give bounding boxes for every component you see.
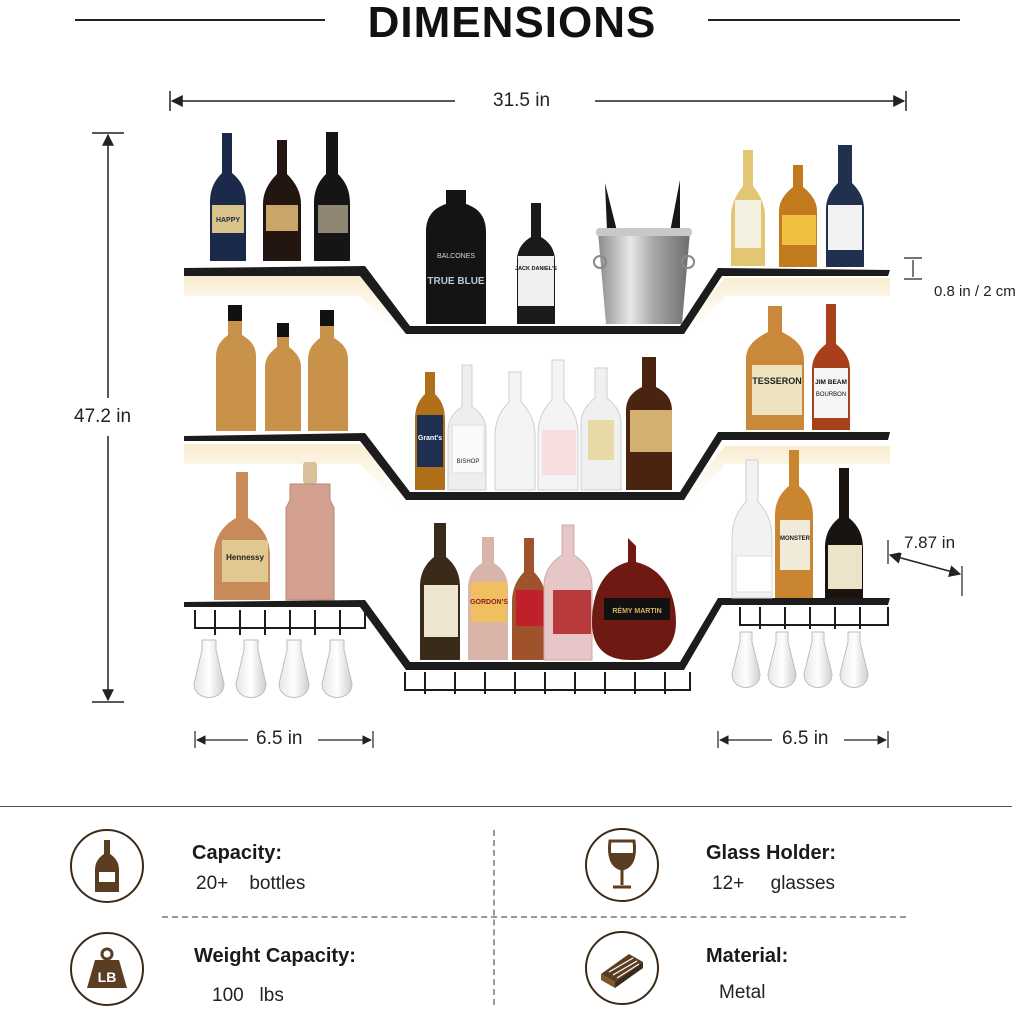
glass-hanger-rails <box>194 607 889 694</box>
title-line-left <box>75 19 325 21</box>
capacity-value: 20+ bottles <box>196 873 306 894</box>
bottle-label-tesseron: TESSERON <box>752 376 802 386</box>
capacity-label: Capacity: <box>192 842 283 864</box>
left-glass-rack-label: 6.5 in <box>252 728 307 750</box>
shelf-middle <box>184 432 890 516</box>
bottom-shelf-bottles: Hennessy GORDON'S RÉMY MARTIN MONSTER <box>214 450 863 661</box>
weight-icon-text: LB <box>98 969 117 985</box>
material-label: Material: <box>706 945 789 967</box>
shelf-bottom <box>184 598 890 670</box>
glass-holder-label: Glass Holder: <box>706 842 837 864</box>
title-line-right <box>708 19 960 21</box>
page-title: DIMENSIONS <box>367 0 657 47</box>
bottle-label-grants: Grant's <box>418 435 442 442</box>
material-value: Metal <box>719 982 766 1003</box>
weight-capacity-label: Weight Capacity: <box>194 945 356 967</box>
depth-dimension <box>887 540 963 596</box>
shelf-top <box>184 266 890 346</box>
hanging-wine-glasses <box>193 631 869 698</box>
middle-shelf-bottles: Grant's BISHOP TESSERON JIM BEAM BOURBON <box>216 304 850 491</box>
bottle-label-hennessy: Hennessy <box>226 553 264 562</box>
wine-rack-illustration: HAPPY BALCONES TRUE BLUE JACK DANIEL'S <box>92 91 963 748</box>
width-dimension <box>169 91 907 111</box>
glass-holder-value: 12+ glasses <box>712 873 836 894</box>
bottle-label-balcones: BALCONES <box>437 253 475 260</box>
bottle-label-jim-beam: JIM BEAM <box>815 379 847 386</box>
height-label: 47.2 in <box>70 406 136 428</box>
thickness-label: 0.8 in / 2 cm <box>930 283 1020 300</box>
depth-label: 7.87 in <box>900 533 960 553</box>
bottle-label-remy: RÉMY MARTIN <box>612 606 661 615</box>
section-divider <box>0 806 1012 807</box>
bottle-label-bourbon: BOURBON <box>816 392 846 398</box>
width-label: 31.5 in <box>489 90 555 112</box>
feature-grid-divider-horizontal <box>162 916 906 918</box>
height-dimension <box>92 132 124 703</box>
bottle-label-true-blue: TRUE BLUE <box>427 276 485 287</box>
bottle-label-jack: JACK DANIEL'S <box>515 266 557 272</box>
weight-capacity-value: 100 lbs <box>212 985 284 1006</box>
bottle-label-bishop: BISHOP <box>457 459 480 465</box>
bottle-label-monster: MONSTER <box>780 536 811 542</box>
glass-rack-dimensions <box>194 731 889 748</box>
bottle-label-gordons: GORDON'S <box>470 599 508 606</box>
right-glass-rack-label: 6.5 in <box>778 728 833 750</box>
wine-glass-icon <box>585 828 659 902</box>
wine-bottle-icon <box>70 829 144 903</box>
thickness-dimension <box>904 257 922 280</box>
wood-material-icon <box>585 931 659 1005</box>
bottle-label-happy: HAPPY <box>216 217 240 224</box>
top-shelf-bottles: HAPPY BALCONES TRUE BLUE JACK DANIEL'S <box>210 132 864 324</box>
weight-lb-icon: LB <box>70 932 144 1006</box>
